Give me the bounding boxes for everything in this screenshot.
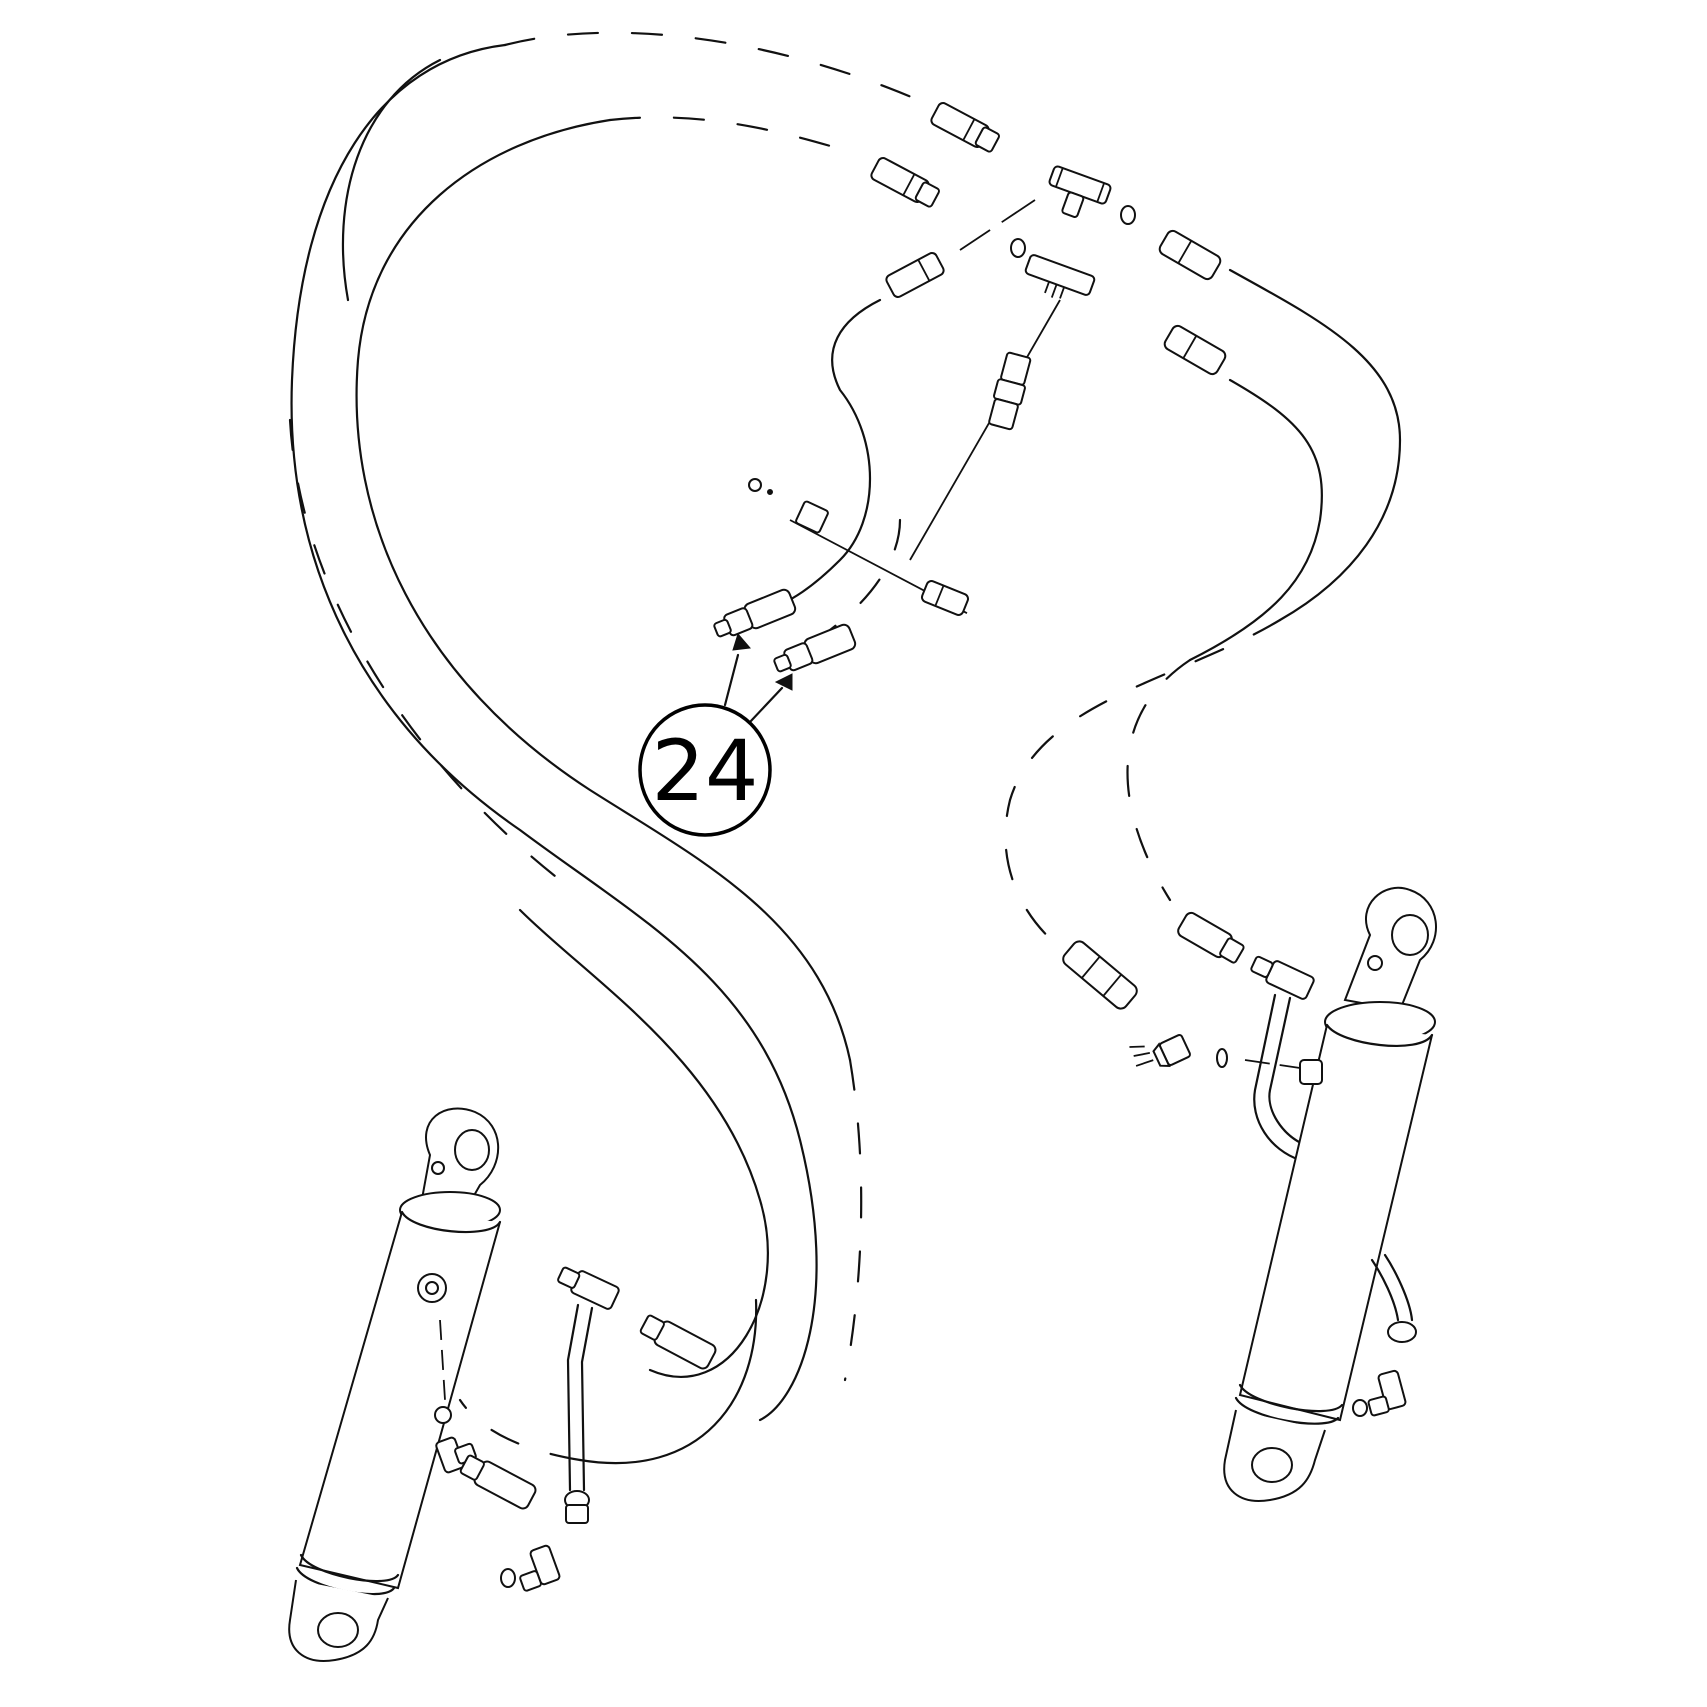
hose-loop-inner <box>288 58 769 1465</box>
pipe-right-cylinder <box>1253 993 1307 1162</box>
nut-fitting-center <box>795 500 829 534</box>
breather-fitting-right <box>1129 1034 1191 1067</box>
o-ring-mid <box>1010 238 1026 258</box>
fitting-upper-left <box>885 252 945 298</box>
hose-center <box>778 199 1061 632</box>
tee-fitting-lower <box>1024 254 1096 299</box>
fitting-upper-right <box>1158 229 1222 281</box>
fitting-right-lower-1 <box>1177 911 1245 964</box>
o-ring-right-lower <box>1352 1399 1368 1417</box>
elbow-fitting-right-lower <box>1367 1369 1407 1417</box>
fitting-top-2 <box>870 157 940 208</box>
tee-fitting-upper <box>1048 165 1112 218</box>
o-ring-right-cylinder <box>1216 1048 1301 1069</box>
hydraulic-cylinder-right <box>1223 886 1437 1502</box>
quick-coupler-upper <box>713 588 797 638</box>
hose-right-outer <box>1004 268 1402 962</box>
fitting-right-mid <box>1163 324 1227 376</box>
adapter-vertical <box>988 351 1032 431</box>
o-ring-left <box>434 1406 452 1424</box>
small-ball-parts <box>748 478 773 495</box>
callout-circle <box>638 703 772 837</box>
elbow-fitting-right <box>1250 955 1315 1000</box>
callout-arrows <box>723 632 793 724</box>
o-ring-upper <box>1120 205 1136 225</box>
o-ring-left-lower <box>500 1568 516 1588</box>
callout-number: 24 <box>652 722 759 820</box>
fitting-top-1 <box>930 102 1000 153</box>
hose-loop-left <box>290 31 932 1422</box>
elbow-fitting-left-lower <box>519 1544 561 1592</box>
pipe-left-cylinder <box>564 1303 594 1524</box>
callout-24: 24 <box>638 703 772 837</box>
coupler-center <box>920 580 970 616</box>
fitting-left-lower <box>459 1454 537 1510</box>
elbow-fitting-left-upper <box>557 1266 620 1310</box>
quick-coupler-lower <box>773 623 857 673</box>
fitting-left-upper <box>639 1314 717 1370</box>
hose-end-right <box>1062 940 1138 1010</box>
hydraulic-cylinder-left <box>288 1107 502 1662</box>
